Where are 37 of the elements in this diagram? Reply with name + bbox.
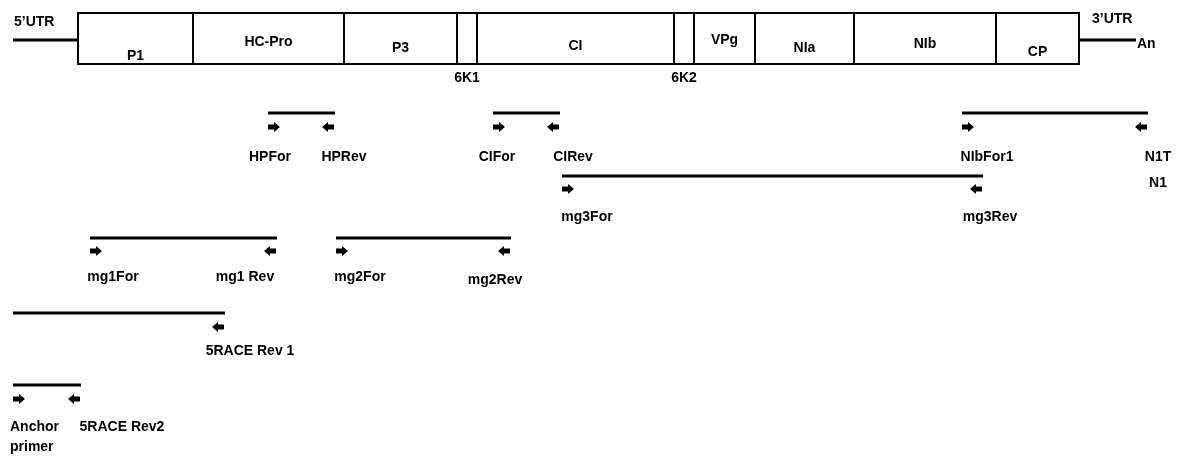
- gene-segment-box: [693, 12, 756, 65]
- primer-label: An: [1137, 34, 1157, 53]
- gene-label: HC-Pro: [244, 34, 293, 48]
- primer-label: 5RACE Rev 1: [204, 341, 296, 360]
- primer-label: mg3For: [560, 207, 614, 226]
- gene-label: CI: [568, 38, 583, 52]
- primer-label: mg1 Rev: [214, 267, 276, 286]
- primer-label: Anchor primer: [10, 417, 60, 456]
- primer-label: mg1For: [86, 267, 140, 286]
- primer-label: 3’UTR: [1092, 9, 1134, 28]
- primer-label: mg3Rev: [961, 207, 1019, 226]
- primer-label: N1: [1148, 173, 1168, 192]
- primer-label: NIbFor1: [959, 147, 1015, 166]
- gene-label: 6K1: [454, 70, 480, 84]
- gene-label: VPg: [710, 32, 739, 46]
- gene-label: NIb: [913, 36, 937, 50]
- gene-label: 6K2: [671, 70, 697, 84]
- primer-label: HPRev: [320, 147, 368, 166]
- primer-label: N1T: [1143, 147, 1173, 166]
- gene-label: P1: [126, 48, 145, 62]
- gene-segment-box: [343, 12, 458, 65]
- gene-label: NIa: [793, 40, 816, 54]
- gene-label: CP: [1027, 44, 1048, 58]
- primer-label: CIRev: [552, 147, 594, 166]
- primer-label: CIFor: [477, 147, 517, 166]
- primer-label: 5RACE Rev2: [78, 417, 166, 436]
- primer-label: HPFor: [248, 147, 292, 166]
- gene-segment-box: [853, 12, 997, 65]
- gene-segment-box: [192, 12, 345, 65]
- gene-segment-box: [476, 12, 675, 65]
- primer-label: 5’UTR: [14, 12, 56, 31]
- gene-segment-box: [754, 12, 855, 65]
- gene-segment-box: [77, 12, 194, 65]
- primer-label: mg2For: [333, 267, 387, 286]
- gene-label: P3: [391, 40, 410, 54]
- primer-label: mg2Rev: [466, 270, 524, 289]
- gene-segment-box: [995, 12, 1080, 65]
